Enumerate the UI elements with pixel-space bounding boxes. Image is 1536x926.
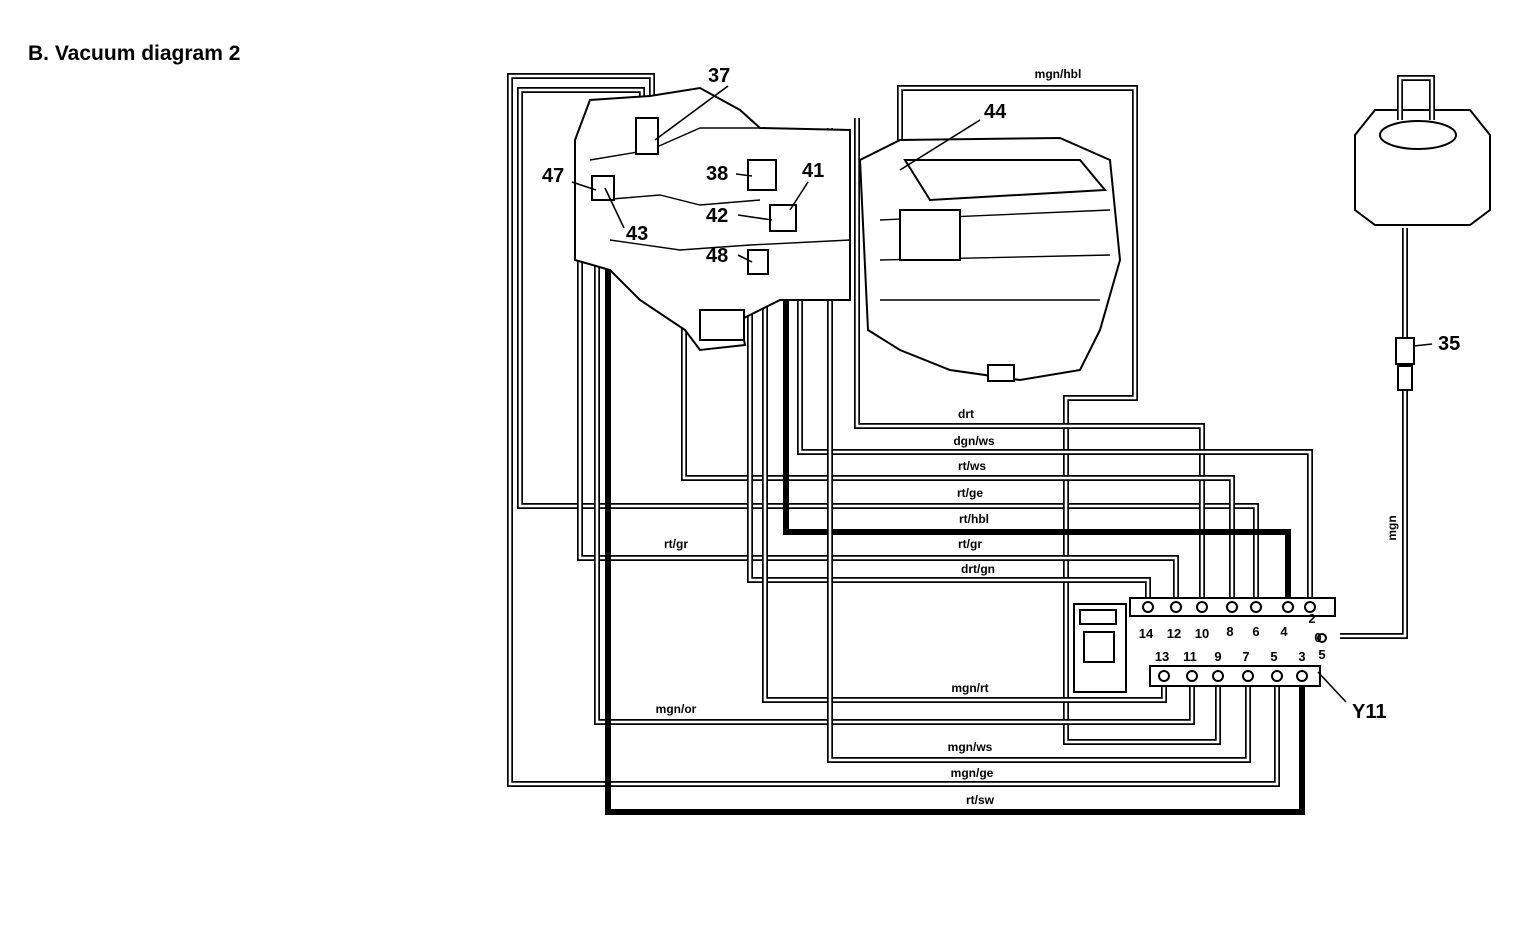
vacuum-reservoir	[1354, 75, 1491, 226]
port-12: 12	[1167, 626, 1181, 641]
label-dgn-ws: dgn/ws	[953, 434, 995, 448]
label-mgn-ge: mgn/ge	[951, 766, 994, 780]
callout-41: 41	[802, 160, 824, 182]
port-3: 3	[1298, 649, 1305, 664]
label-rt-sw: rt/sw	[966, 793, 995, 807]
port-7: 7	[1242, 649, 1249, 664]
hose-labels: mgn/hbl drt dgn/ws rt/ws rt/ge rt/hbl rt…	[656, 67, 1399, 807]
label-rt-ge: rt/ge	[957, 486, 983, 500]
callout-35: 35	[1438, 333, 1460, 355]
callout-42: 42	[706, 205, 728, 227]
callout-48: 48	[706, 245, 728, 267]
label-mgn-rt: mgn/rt	[951, 681, 988, 695]
port-10: 10	[1195, 626, 1209, 641]
label-rt-ws: rt/ws	[958, 459, 986, 473]
port-2: 2	[1308, 611, 1315, 626]
label-mgn-hbl: mgn/hbl	[1035, 67, 1082, 81]
vacuum-hoses	[507, 73, 1408, 815]
port-9: 9	[1214, 649, 1221, 664]
port-5: 5	[1270, 649, 1277, 664]
port-8: 8	[1226, 624, 1233, 639]
hose-mgn	[1340, 228, 1408, 639]
label-drt-gn: drt/gn	[961, 562, 995, 576]
port-11: 11	[1183, 649, 1197, 664]
port-labels-top: 14 12 10 8 6 4 2	[1139, 611, 1316, 641]
port-nipples	[1142, 601, 1327, 682]
check-valve-35	[1395, 337, 1415, 391]
callout-37: 37	[708, 65, 730, 87]
label-mgn: mgn	[1385, 515, 1399, 540]
port-14: 14	[1139, 626, 1154, 641]
label-rt-hbl: rt/hbl	[959, 512, 989, 526]
component-callouts: 37 38 41 42 43 44 47 48 35 Y11	[542, 65, 1460, 723]
callout-38: 38	[706, 163, 728, 185]
port-5-side: 5	[1318, 647, 1325, 662]
callout-43: 43	[626, 223, 648, 245]
port-labels-bottom: 13 11 9 7 5 3 0 5	[1155, 630, 1326, 664]
page-title: B. Vacuum diagram 2	[28, 42, 241, 65]
port-0: 0	[1314, 630, 1321, 645]
callout-47: 47	[542, 165, 564, 187]
callout-44: 44	[984, 101, 1007, 123]
label-mgn-or: mgn/or	[656, 702, 697, 716]
port-4: 4	[1280, 624, 1288, 639]
climate-unit	[574, 86, 851, 352]
label-mgn-ws: mgn/ws	[948, 740, 993, 754]
blower-unit-44	[858, 136, 1122, 382]
label-drt: drt	[958, 407, 974, 421]
callout-y11: Y11	[1352, 701, 1386, 723]
label-rt-gr-left: rt/gr	[664, 537, 688, 551]
label-rt-gr-right: rt/gr	[958, 537, 982, 551]
port-6: 6	[1252, 624, 1259, 639]
port-13: 13	[1155, 649, 1169, 664]
